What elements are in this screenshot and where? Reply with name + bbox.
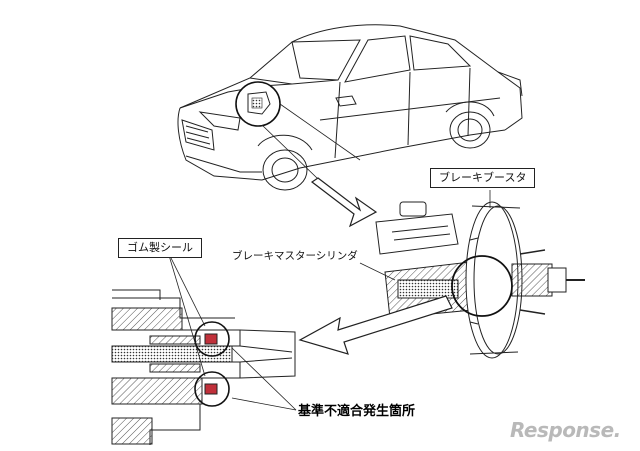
seal-circle-upper: [194, 321, 230, 357]
seal-leader-lines: [167, 251, 206, 377]
cylinder-label-leader: [359, 262, 396, 281]
nonconformity-leader-lines: [231, 347, 297, 411]
arrow-car-to-booster: [310, 177, 378, 228]
arrow-cylinder-to-section: [298, 295, 453, 355]
label-nonconformity-location: 基準不適合発生箇所: [298, 404, 416, 419]
leader-lines-car: [261, 103, 361, 206]
car-illustration: [177, 24, 523, 191]
label-master-cylinder: ブレーキマスターシリンダ: [232, 250, 358, 262]
car-zoom-circle: [235, 81, 281, 127]
cross-section-view: [111, 289, 296, 445]
cylinder-zoom-circle: [451, 255, 513, 317]
label-brake-booster: ブレーキブースタ: [430, 168, 536, 188]
seal-circle-lower: [194, 371, 230, 407]
label-rubber-seal: ゴム製シール: [118, 238, 202, 258]
response-watermark: Response.: [510, 418, 621, 442]
brake-booster-assembly: [375, 201, 585, 359]
